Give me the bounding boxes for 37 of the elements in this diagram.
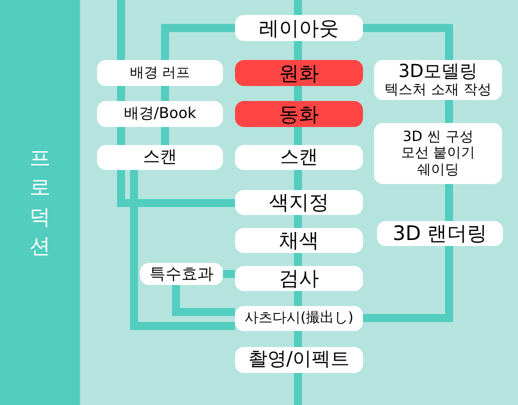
step-box: 사츠다시(撮出し) [235, 306, 363, 331]
step-box: 3D 씬 구성 모선 붙이기 쉐이딩 [374, 123, 502, 184]
step-box: 배경/Book [97, 101, 223, 127]
connector-line [363, 246, 453, 322]
connector-line [294, 170, 302, 190]
connector-line [294, 331, 302, 347]
connector-line [294, 127, 302, 145]
step-box: 레이아웃 [235, 15, 363, 41]
connector-line [161, 127, 169, 145]
connector-line [161, 86, 169, 101]
connector-line [294, 291, 302, 306]
step-box [374, 60, 502, 100]
connector-line [445, 100, 453, 123]
step-box: 채색 [235, 228, 363, 253]
step-box: 스캔 [97, 145, 223, 170]
step-box: 특수효과 [140, 263, 223, 285]
connector-line [294, 41, 302, 60]
connector-line [294, 215, 302, 228]
highlighted-step-box: 원화 [235, 60, 363, 86]
connector-line [294, 373, 302, 405]
step-box: 3D 랜더링 [377, 221, 503, 246]
connector-line [294, 0, 302, 15]
connector-line [223, 270, 235, 278]
band-title: 프로덕션 [28, 144, 52, 260]
step-title: 3D모델링 [398, 62, 478, 82]
connector-line [130, 170, 235, 330]
step-box: 색지정 [235, 190, 363, 215]
side-band [0, 0, 80, 405]
connector-line [445, 184, 453, 221]
connector-line [294, 86, 302, 101]
step-box: 배경 러프 [97, 60, 223, 86]
step-box: 촬영/이펙트 [235, 347, 363, 373]
step-box: 스캔 [235, 145, 363, 170]
connector-line [294, 253, 302, 266]
highlighted-step-box: 동화 [235, 101, 363, 127]
step-box: 검사 [235, 266, 363, 291]
step-note: 텍스처 소재 작성 [384, 82, 492, 98]
